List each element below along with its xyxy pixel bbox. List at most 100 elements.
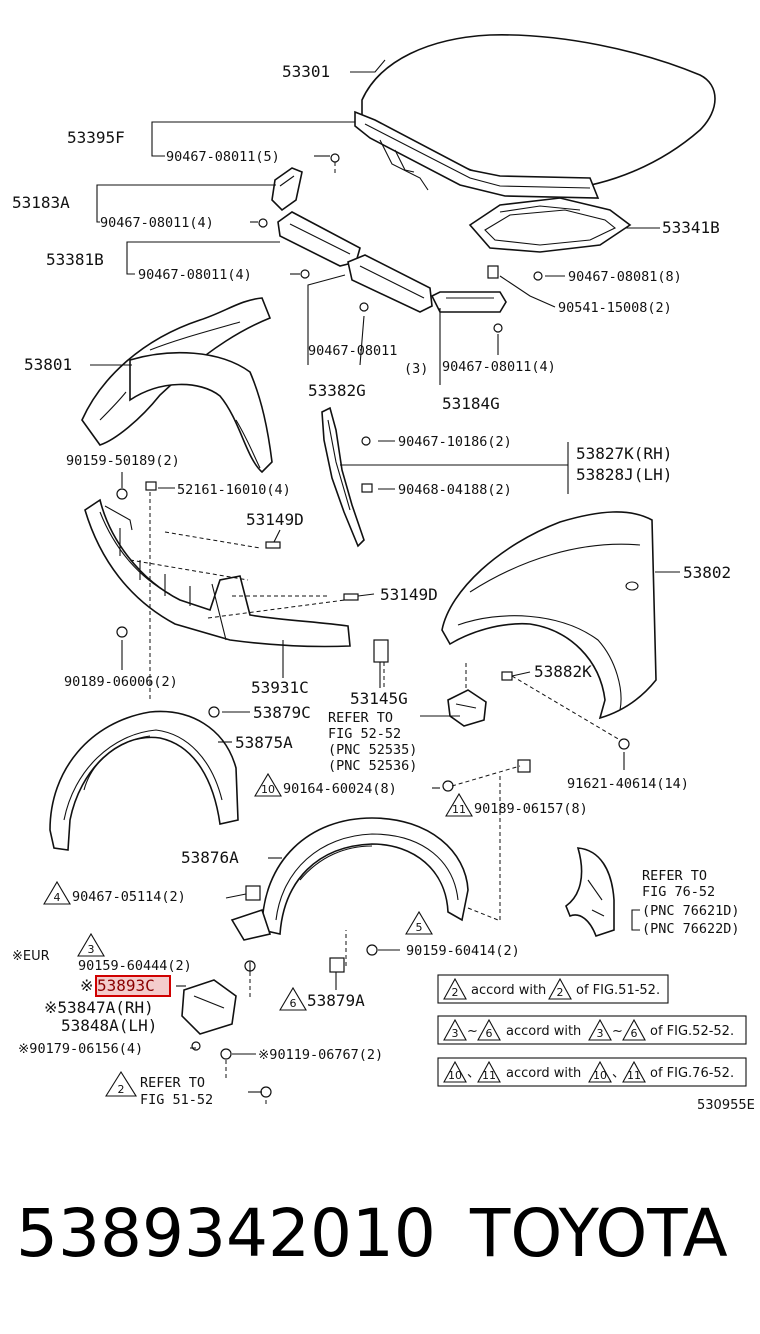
triangle-markers: 10 11 4 5 3 6 2: [43, 772, 473, 1097]
label-53382G: 53382G: [308, 381, 366, 400]
hood-seal-53341B: [468, 197, 632, 253]
triangle-4-marker: 4: [43, 880, 71, 905]
label-refer1-d: (PNC 52536): [328, 758, 417, 774]
front-fender-53802: [441, 511, 657, 720]
svg-text:accord with: accord with: [506, 1066, 581, 1081]
label-90468-04188-2: 90468-04188(2): [398, 482, 512, 498]
label-refer3-a: REFER TO: [140, 1075, 205, 1091]
svg-text:accord with: accord with: [506, 1024, 581, 1039]
mud-flap: [565, 847, 615, 938]
highlight-box-53893: [95, 975, 171, 997]
svg-text:10: 10: [261, 783, 275, 796]
bracket-53847A: [181, 979, 237, 1035]
label-53149D-b: 53149D: [380, 585, 438, 604]
seal-53382G: [347, 254, 433, 313]
footer-brand: TOYOTA: [469, 1195, 728, 1272]
svg-text:10: 10: [593, 1069, 607, 1082]
label-53931C: 53931C: [251, 678, 309, 697]
label-53876A: 53876A: [181, 848, 239, 867]
label-53801: 53801: [24, 355, 72, 374]
bumper-reinforcement-53931C: [84, 498, 351, 648]
label-90164-60024-8: 90164-60024(8): [283, 781, 397, 797]
note-box-3: 10 、 11 accord with 10 、 11 of FIG.76-52…: [437, 1057, 747, 1087]
svg-text:11: 11: [452, 803, 466, 816]
label-90159-60444-2: 90159-60444(2): [78, 958, 192, 974]
label-90189-06006-2: 90189-06006(2): [64, 674, 178, 690]
label-53341B: 53341B: [662, 218, 720, 237]
label-90179-06156-4: ※90179-06156(4): [18, 1041, 143, 1057]
leader-lines: [90, 59, 680, 1093]
note-box-1: 2 accord with 2 of FIG.51-52.: [437, 974, 669, 1004]
label-90159-60414-2: 90159-60414(2): [406, 943, 520, 959]
label-53381B: 53381B: [46, 250, 104, 269]
label-53395F: 53395F: [67, 128, 125, 147]
svg-text:of FIG.76-52.: of FIG.76-52.: [650, 1066, 734, 1081]
fasteners: [116, 153, 630, 1098]
svg-text:6: 6: [486, 1027, 493, 1040]
label-53184G: 53184G: [442, 394, 500, 413]
svg-text:2: 2: [118, 1083, 125, 1096]
label-90467-08081-8: 90467-08081(8): [568, 269, 682, 285]
label-53827K: 53827K(RH): [576, 444, 672, 463]
bracket-53183A: [271, 167, 303, 212]
label-refer2-b: FIG 76-52: [642, 884, 715, 900]
triangle-5-marker: 5: [405, 910, 433, 935]
triangle-3-marker: 3: [77, 932, 105, 957]
triangle-6-marker: 6: [279, 986, 307, 1011]
label-refer1-a: REFER TO: [328, 710, 393, 726]
label-eur: ※EUR: [12, 949, 50, 964]
label-refer1-b: FIG 52-52: [328, 726, 401, 742]
label-90467-08011-4a: 90467-08011(4): [100, 215, 214, 231]
label-90467-08011-3-qty: (3): [404, 361, 428, 377]
dashed-guides: [129, 162, 621, 1104]
label-53847A: ※53847A(RH): [44, 998, 154, 1017]
svg-text:5: 5: [416, 921, 423, 934]
svg-text:of FIG.52-52.: of FIG.52-52.: [650, 1024, 734, 1039]
label-53848A: 53848A(LH): [61, 1016, 157, 1035]
note-box-2: 3 ~ 6 accord with 3 ~ 6 of FIG.52-52.: [437, 1015, 747, 1045]
svg-text:10: 10: [448, 1069, 462, 1082]
label-53875A: 53875A: [235, 733, 293, 752]
seal-53381B: [277, 211, 361, 267]
hood-53301: [354, 34, 716, 199]
label-52161-16010-4: 52161-16010(4): [177, 482, 291, 498]
fender-liner-53875A: [49, 710, 239, 851]
label-53893-prefix: ※: [80, 976, 93, 995]
svg-text:2: 2: [557, 986, 564, 999]
svg-text:11: 11: [482, 1069, 496, 1082]
svg-text:of FIG.51-52.: of FIG.51-52.: [576, 983, 660, 998]
label-refer1-c: (PNC 52535): [328, 742, 417, 758]
svg-text:6: 6: [631, 1027, 638, 1040]
fender-apron-53801: [81, 297, 273, 474]
svg-text:11: 11: [627, 1069, 641, 1082]
label-90189-06157-8: 90189-06157(8): [474, 801, 588, 817]
label-53893: 53893C: [97, 976, 155, 995]
svg-text:3: 3: [597, 1027, 604, 1040]
fender-seal-53827K: [321, 406, 365, 548]
label-90467-08011-4b: 90467-08011(4): [138, 267, 252, 283]
diagram-id: 530955E: [697, 1098, 755, 1113]
bracket-53184G: [430, 291, 507, 313]
label-90541-15008-2: 90541-15008(2): [558, 300, 672, 316]
svg-text:、: 、: [612, 1066, 625, 1081]
label-53183A: 53183A: [12, 193, 70, 212]
label-91621-40614-14: 91621-40614(14): [567, 776, 689, 792]
label-53879C: 53879C: [253, 703, 311, 722]
label-refer2-a: REFER TO: [642, 868, 707, 884]
label-90159-50189-2: 90159-50189(2): [66, 453, 180, 469]
label-refer2-d: (PNC 76622D): [642, 921, 740, 937]
label-53301: 53301: [282, 62, 330, 81]
label-90467-10186-2: 90467-10186(2): [398, 434, 512, 450]
part-labels: 53301 53395F 90467-08011(5) 53183A 90467…: [12, 62, 740, 1108]
triangle-10-marker: 10: [254, 772, 282, 797]
svg-text:、: 、: [467, 1066, 480, 1081]
svg-text:3: 3: [452, 1027, 459, 1040]
svg-text:~: ~: [612, 1024, 623, 1039]
bracket-53145G: [447, 689, 487, 727]
svg-text:accord with: accord with: [471, 983, 546, 998]
label-90467-08011-3: 90467-08011: [308, 343, 397, 359]
label-90467-08011-4c: 90467-08011(4): [442, 359, 556, 375]
svg-text:2: 2: [452, 986, 459, 999]
label-90467-08011-5: 90467-08011(5): [166, 149, 280, 165]
label-refer2-c: (PNC 76621D): [642, 903, 740, 919]
